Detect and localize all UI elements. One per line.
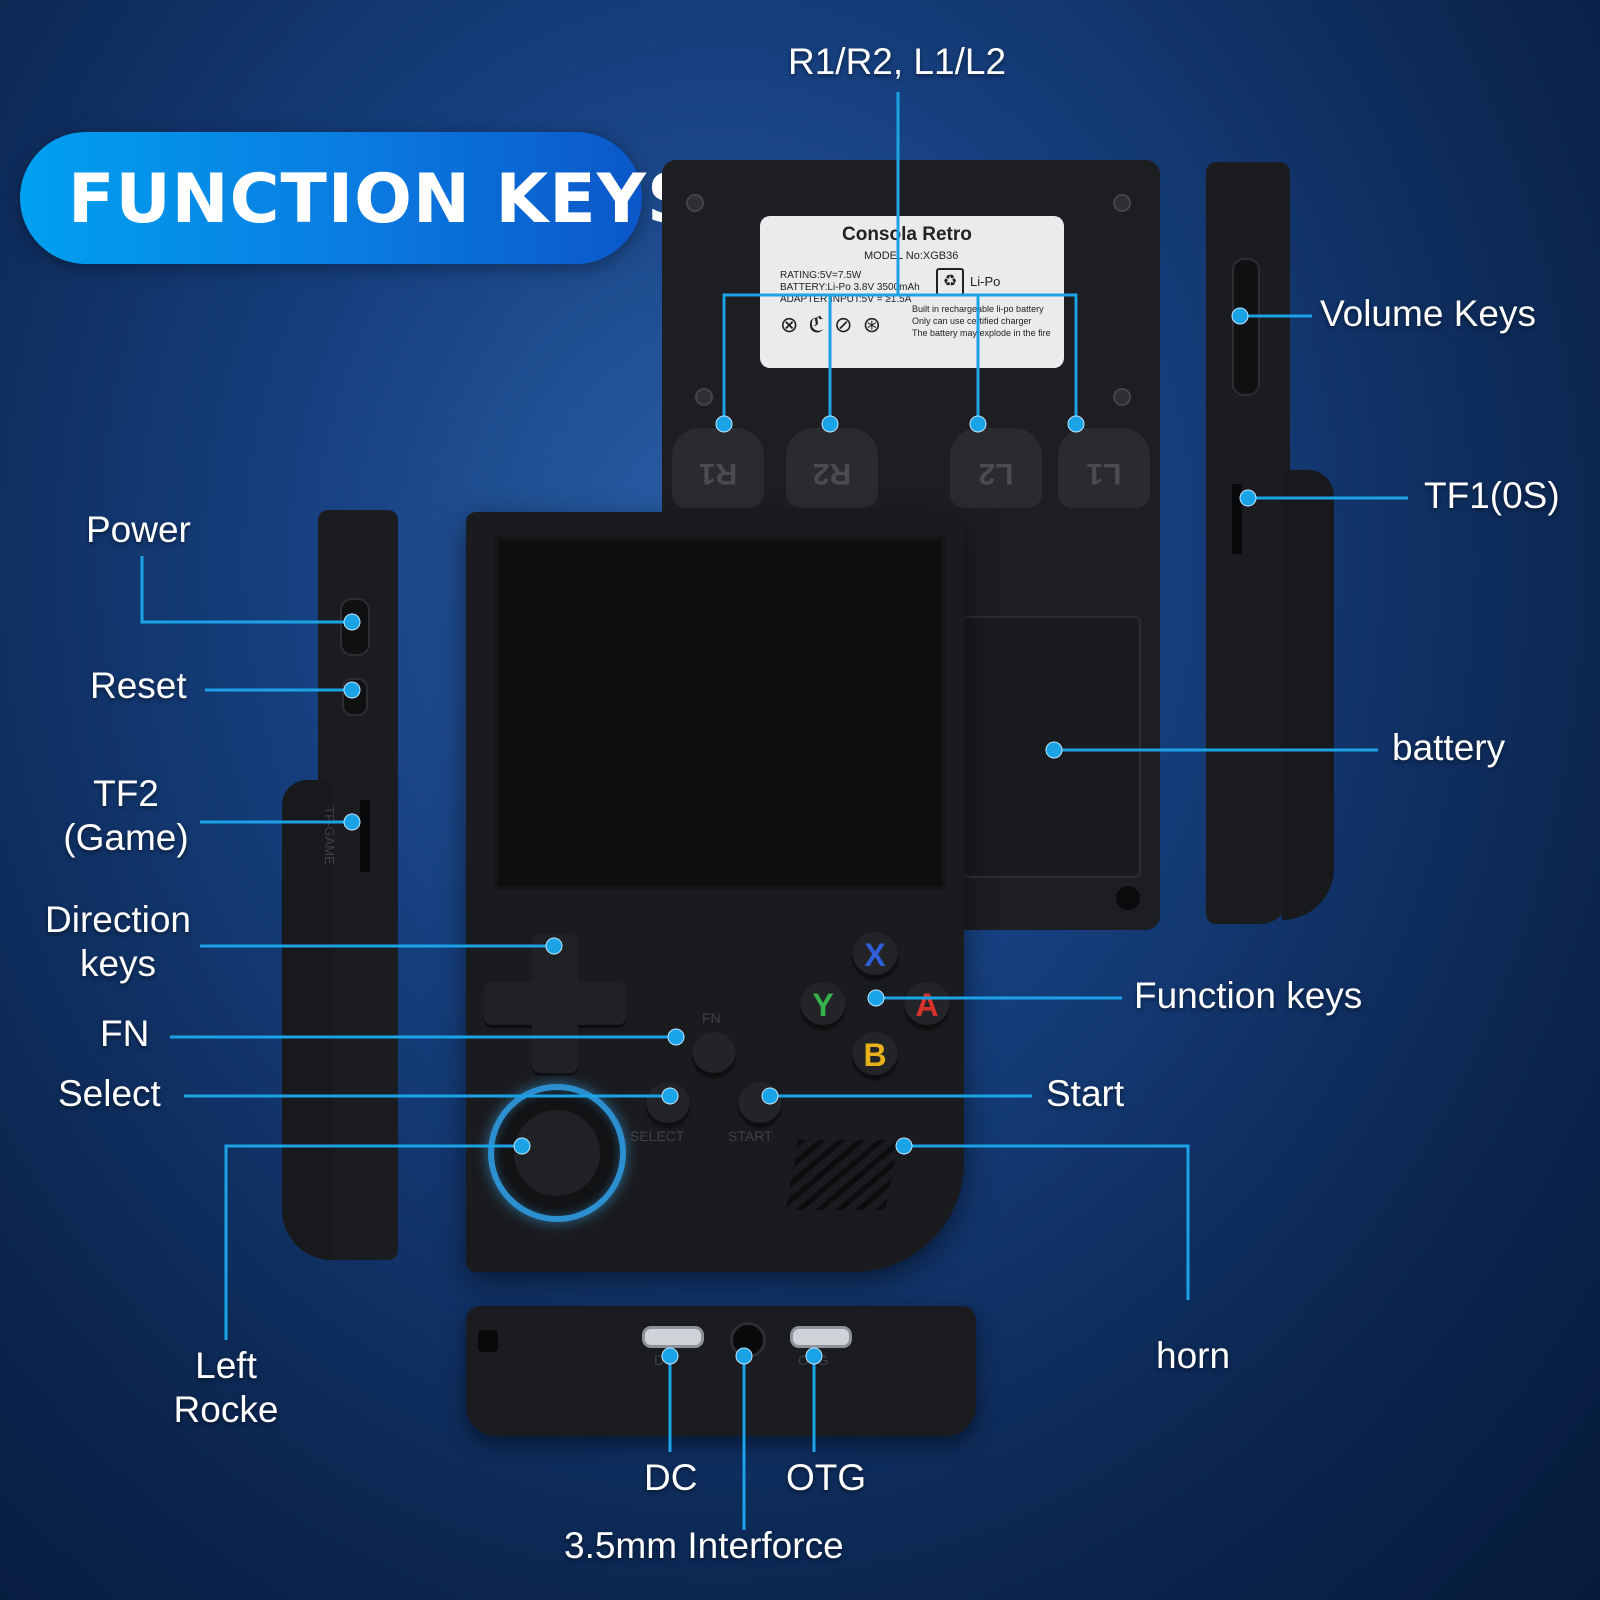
power-button[interactable] [340,598,370,656]
screw-icon [686,194,704,212]
dc-port[interactable] [642,1326,704,1348]
device-left-grip [282,780,332,1260]
button-x[interactable]: X [852,932,898,978]
label-direction-line2: keys [79,943,157,985]
label-horn: horn [1156,1335,1231,1376]
device-right-grip [1282,470,1334,920]
label-audio-jack: 3.5mm Interforce [564,1525,844,1566]
label-tf2-line1: TF2 [93,773,159,814]
sticker-model: MODEL No:XGB36 [864,250,959,262]
label-tf2-line2: (Game) [63,817,189,859]
sticker-rating: RATING:5V=7.5W [780,270,862,281]
label-left-rocker: Left Rocke [150,1344,302,1433]
product-sticker: Consola Retro MODEL No:XGB36 RATING:5V=7… [760,216,1064,368]
label-direction-keys: Direction keys [30,898,206,987]
otg-port[interactable] [790,1326,852,1348]
button-b[interactable]: B [852,1032,898,1078]
button-a-label: A [915,987,939,1023]
label-left-rocker-line1: Left [195,1345,257,1386]
device-bottom [466,1306,976,1436]
screen [494,536,946,890]
label-otg: OTG [786,1457,867,1498]
label-tf2: TF2 (Game) [56,772,196,861]
label-power: Power [86,509,191,550]
volume-rocker[interactable] [1232,258,1260,396]
sticker-adapter: ADAPTER INPUT:5V = ≥1.5A [780,294,912,305]
label-function-keys: Function keys [1134,975,1363,1016]
button-b-label: B [863,1037,887,1073]
label-triggers: R1/R2, L1/L2 [788,41,1007,82]
battery-cover [962,616,1141,878]
label-battery: battery [1392,727,1506,768]
label-direction-line1: Direction [45,899,191,940]
sticker-lipo: Li-Po [970,274,1001,289]
label-left-rocker-line2: Rocke [173,1389,279,1431]
callout-power [140,556,352,624]
dpad-vertical[interactable] [532,934,578,1076]
fn-button[interactable] [692,1032,736,1076]
title-banner [20,132,642,264]
fn-small-label: FN [702,1010,721,1026]
select-small-label: SELECT [630,1128,685,1144]
button-x-label: X [864,937,886,973]
label-reset: Reset [90,665,187,706]
page-title: FUNCTION KEYS [68,160,697,239]
start-small-label: START [728,1128,773,1144]
tf1-slot[interactable] [1232,484,1242,554]
label-fn: FN [100,1013,150,1054]
sticker-battery: BATTERY:Li-Po 3.8V 3500mAh [780,282,920,293]
button-y-label: Y [812,987,834,1023]
label-dc: DC [644,1457,698,1498]
screw-icon [695,388,713,406]
label-tf1: TF1(0S) [1424,475,1560,516]
lanyard-hole [478,1330,498,1352]
button-a[interactable]: A [904,982,950,1028]
sticker-warning-2: Only can use certified charger [912,316,1032,326]
label-start: Start [1046,1073,1125,1114]
sticker-brand: Consola Retro [842,224,972,245]
callout-triggers-left [722,293,1078,424]
label-select: Select [58,1073,161,1114]
label-volume-keys: Volume Keys [1320,293,1536,334]
screw-icon [1116,886,1140,910]
sticker-warning-3: The battery may explode in the fire [912,328,1051,338]
screw-icon [1113,388,1131,406]
tf2-slot[interactable] [360,800,370,872]
button-y[interactable]: Y [800,982,846,1028]
callout-left-rocker [224,1144,522,1340]
screw-icon [1113,194,1131,212]
callout-horn [904,1144,1190,1300]
left-rocker-cap[interactable] [514,1110,600,1196]
